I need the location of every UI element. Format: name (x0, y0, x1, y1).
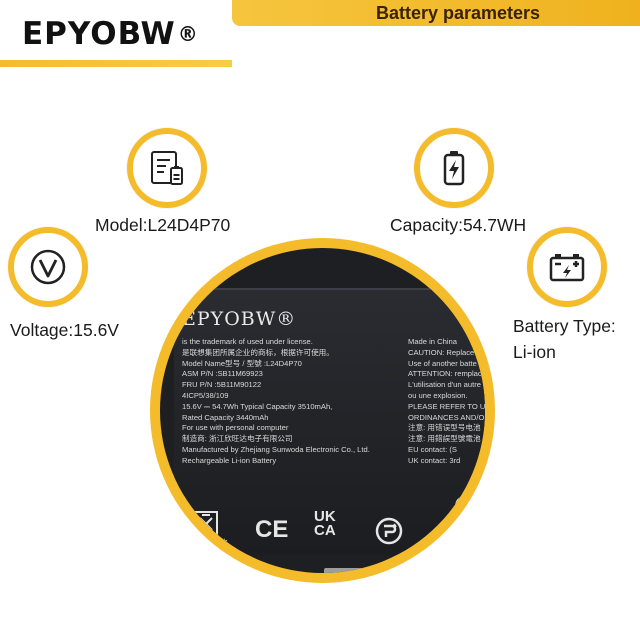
voltage-label: Voltage:15.6V (10, 320, 119, 340)
battery-connector (324, 568, 364, 573)
tis-text-2: (Th (458, 532, 470, 541)
document-battery-icon (151, 151, 183, 185)
model-ring (127, 128, 207, 208)
capacity-label: Capacity:54.7WH (390, 215, 527, 235)
battery-label-right-text: Made in China CAUTION: Replace Use of an… (408, 337, 485, 465)
model-feature (127, 128, 207, 208)
tis-text: TIS 2217-25 (440, 522, 482, 531)
tis-mark-icon (455, 496, 473, 514)
battery-photo-frame: EPYOBW® is the trademark of used under l… (150, 238, 495, 583)
battery-type-label-1: Battery Type: (513, 316, 616, 336)
capacity-ring (414, 128, 494, 208)
voltage-feature (8, 227, 88, 307)
registered-mark: ® (177, 21, 199, 46)
banner-title: Battery parameters (375, 2, 541, 23)
battery-bolt-icon (443, 151, 465, 186)
battery-type-ring (527, 227, 607, 307)
header-banner: Battery parameters (232, 0, 640, 26)
recycle-icon (194, 511, 218, 535)
voltage-gauge-icon (30, 249, 66, 285)
battery-type-label-2: Li-ion (513, 342, 556, 362)
brand-logo: EPYOBW® (0, 0, 232, 67)
battery-label-left-text: is the trademark of used under license. … (182, 337, 370, 465)
rohs-icon (375, 517, 403, 545)
logo-underline (0, 60, 232, 67)
brand-name: EPYOBW (22, 15, 176, 52)
battery-type-feature (527, 227, 607, 307)
model-label: Model:L24D4P70 (95, 215, 231, 235)
car-battery-icon (549, 254, 585, 282)
recycle-text: 廢電池請回收 (182, 538, 228, 547)
ukca-mark: UK CA (314, 508, 336, 539)
battery-body (174, 288, 485, 555)
battery-label-logo: EPYOBW® (182, 308, 297, 330)
capacity-feature (414, 128, 494, 208)
voltage-ring (8, 227, 88, 307)
ce-mark: CE (255, 516, 289, 543)
battery-photo: EPYOBW® is the trademark of used under l… (160, 248, 485, 573)
